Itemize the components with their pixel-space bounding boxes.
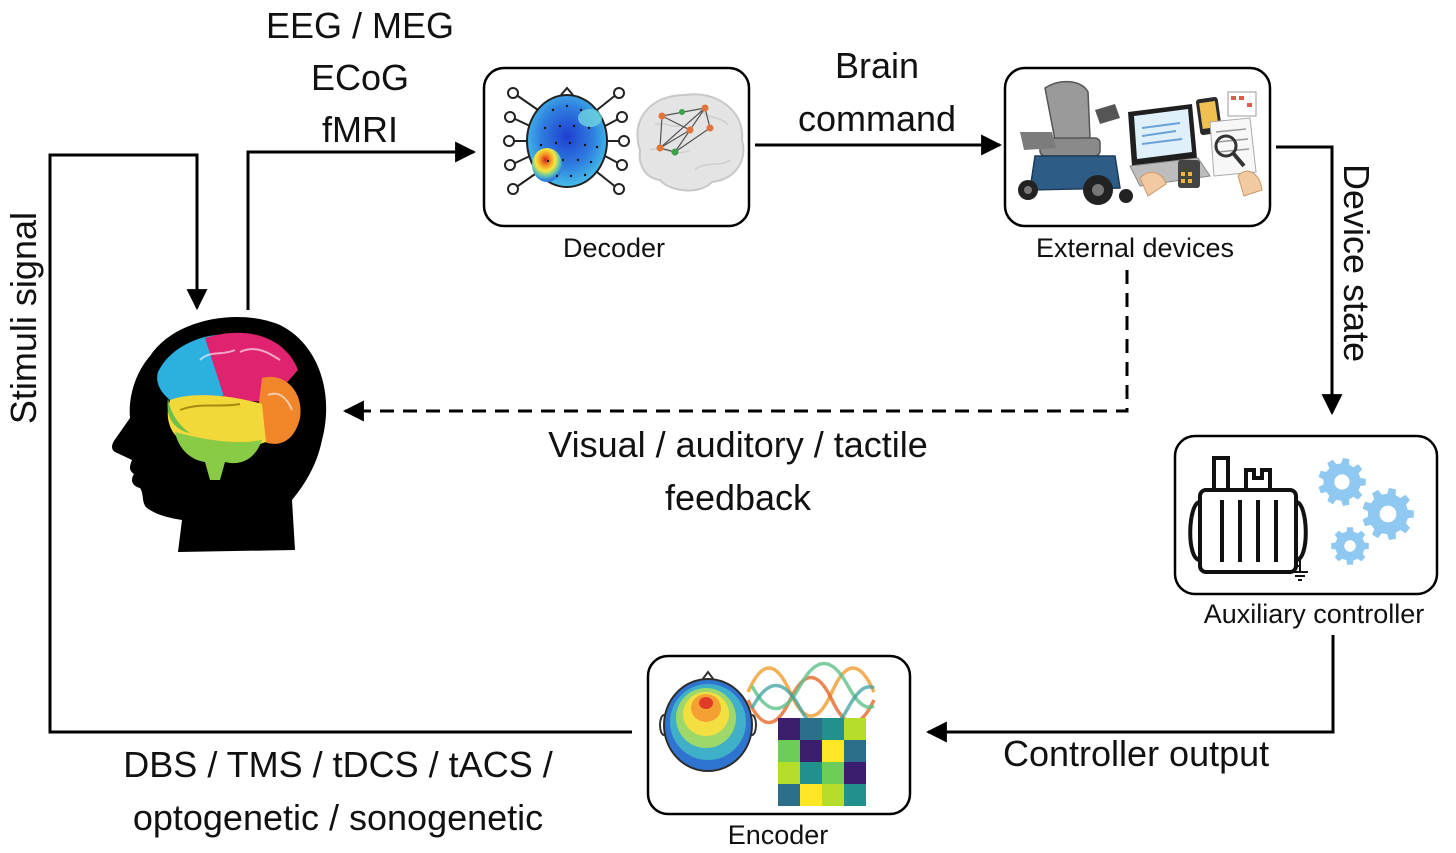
heatmap-cell bbox=[800, 718, 822, 740]
heatmap-cell bbox=[844, 740, 866, 762]
device-state-arrow bbox=[1276, 145, 1343, 416]
stimulation-label-line1: DBS / TMS / tDCS / tACS / bbox=[123, 744, 553, 785]
heatmap-cell bbox=[778, 718, 800, 740]
gear-hub bbox=[1376, 502, 1400, 526]
gear-hub bbox=[1331, 471, 1353, 493]
stimuli-signal-label: Stimuli signal bbox=[3, 212, 44, 425]
brain-command-label-line2: command bbox=[797, 98, 957, 139]
heatmap-cell bbox=[800, 740, 822, 762]
encoder-label: Encoder bbox=[727, 820, 829, 850]
decoder-eeg-topomap-icon bbox=[503, 86, 630, 195]
controller-output-arrow bbox=[925, 635, 1335, 743]
feedback-arrow bbox=[342, 270, 1129, 422]
brain-command-label-line1: Brain bbox=[834, 45, 920, 86]
device-state-label: Device state bbox=[1336, 164, 1377, 363]
decoder-label: Decoder bbox=[562, 233, 666, 263]
stimuli-line bbox=[48, 153, 632, 734]
heatmap-cell bbox=[844, 762, 866, 784]
modality-eeg-meg: EEG / MEG bbox=[265, 5, 455, 46]
heatmap-cell bbox=[822, 740, 844, 762]
controller-output-label: Controller output bbox=[1003, 733, 1270, 774]
human-head-brain-icon bbox=[112, 317, 327, 552]
gear-hub bbox=[1341, 537, 1359, 555]
heatmap-cell bbox=[778, 762, 800, 784]
wheelchair-icon bbox=[1018, 80, 1133, 205]
heatmap-cell bbox=[778, 784, 800, 806]
external-devices-label: External devices bbox=[1035, 233, 1235, 263]
heatmap-cell bbox=[800, 784, 822, 806]
modality-ecog: ECoG bbox=[310, 57, 410, 98]
stimulation-label-line2: optogenetic / sonogenetic bbox=[132, 797, 544, 838]
heatmap-cell bbox=[800, 762, 822, 784]
workspace-laptop-icon bbox=[1128, 91, 1263, 197]
heatmap-cell bbox=[822, 784, 844, 806]
recording-line bbox=[246, 141, 477, 310]
gears-icon bbox=[1318, 458, 1414, 565]
heatmap-cell bbox=[822, 718, 844, 740]
transformer-icon bbox=[1188, 456, 1308, 581]
auxiliary-controller-label: Auxiliary controller bbox=[1203, 599, 1425, 629]
encoder-topomap-icon bbox=[659, 670, 757, 772]
modality-fmri: fMRI bbox=[322, 109, 398, 150]
feedback-label-line1: Visual / auditory / tactile bbox=[548, 424, 928, 465]
encoder-heatmap-icon bbox=[778, 718, 866, 806]
heatmap-cell bbox=[778, 740, 800, 762]
heatmap-cell bbox=[822, 762, 844, 784]
heatmap-cell bbox=[844, 784, 866, 806]
feedback-label-line2: feedback bbox=[664, 477, 812, 518]
decoder-brain-network-icon bbox=[636, 93, 745, 192]
heatmap-cell bbox=[844, 718, 866, 740]
